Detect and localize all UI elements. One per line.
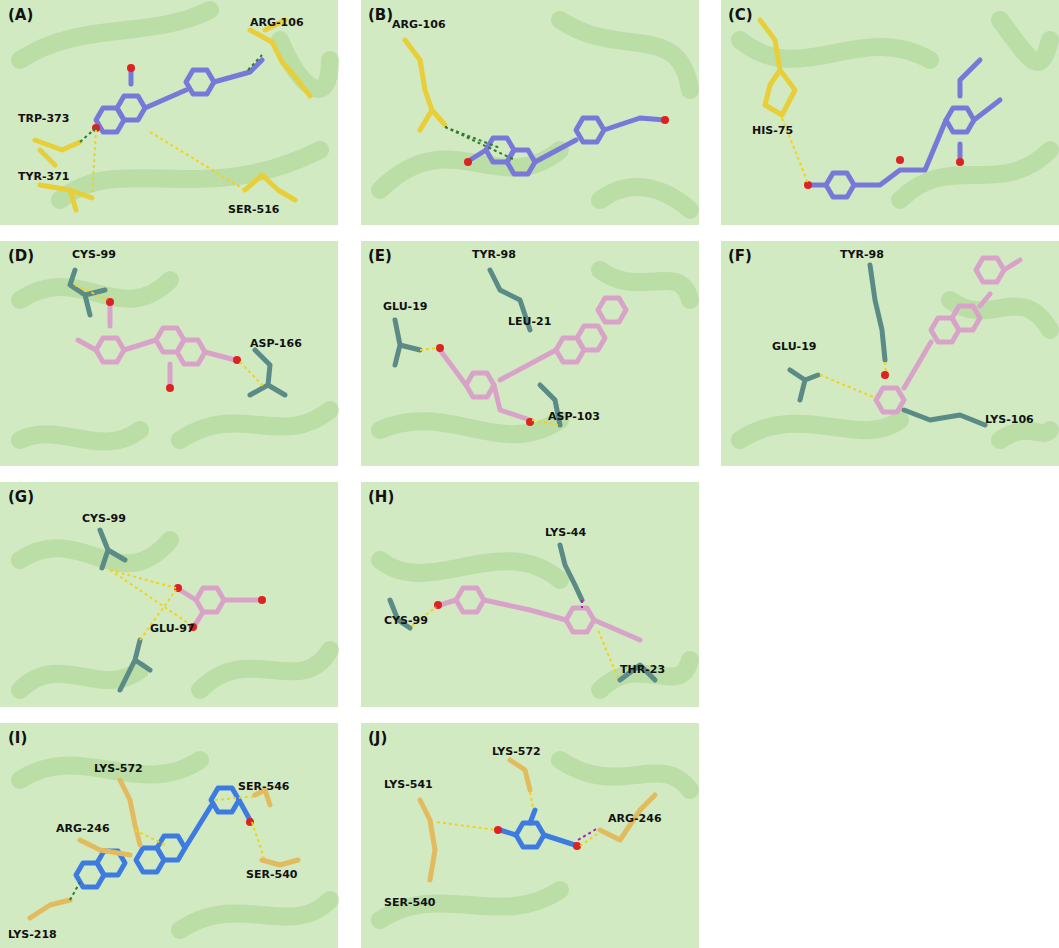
residue-label: LYS-106 — [985, 413, 1034, 426]
residue-label: SER-516 — [228, 203, 279, 216]
residue-label: CYS-99 — [72, 248, 116, 261]
panel-letter: (A) — [8, 7, 33, 24]
residue-label: LEU-21 — [508, 315, 551, 328]
residue-label: TYR-98 — [472, 248, 516, 261]
residue-label: SER-546 — [238, 780, 289, 793]
residue-label: LYS-541 — [384, 778, 433, 791]
panel-letter: (F) — [728, 248, 752, 265]
panel-letter: (B) — [368, 7, 393, 24]
residue-label: LYS-44 — [545, 526, 586, 539]
residue-label: SER-540 — [246, 868, 297, 881]
residue-label: GLU-19 — [772, 340, 816, 353]
panel-letter: (I) — [8, 730, 27, 747]
residue-label: TRP-373 — [18, 112, 69, 125]
residue-label: CYS-99 — [82, 512, 126, 525]
residue-label: ARG-106 — [392, 18, 446, 31]
panel-letter: (C) — [728, 7, 753, 24]
residue-label: SER-540 — [384, 896, 435, 909]
panel-letter: (D) — [8, 248, 34, 265]
residue-label: ARG-106 — [250, 16, 304, 29]
residue-label: THR-23 — [620, 663, 665, 676]
residue-label: GLU-19 — [383, 300, 427, 313]
residue-label: CYS-99 — [384, 614, 428, 627]
residue-label: ASP-103 — [548, 410, 600, 423]
residue-label: LYS-218 — [8, 928, 57, 941]
panel-letter: (H) — [368, 489, 394, 506]
residue-label: GLU-97 — [150, 622, 194, 635]
panel-letter: (J) — [368, 730, 387, 747]
panel-letter: (E) — [368, 248, 392, 265]
residue-label: TYR-98 — [840, 248, 884, 261]
panel-letter: (G) — [8, 489, 34, 506]
residue-label: LYS-572 — [94, 762, 143, 775]
residue-label: ARG-246 — [56, 822, 110, 835]
residue-label: ASP-166 — [250, 337, 302, 350]
residue-label: TYR-371 — [18, 170, 69, 183]
residue-label: ARG-246 — [608, 812, 662, 825]
residue-label: LYS-572 — [492, 745, 541, 758]
residue-label: HIS-75 — [752, 124, 793, 137]
